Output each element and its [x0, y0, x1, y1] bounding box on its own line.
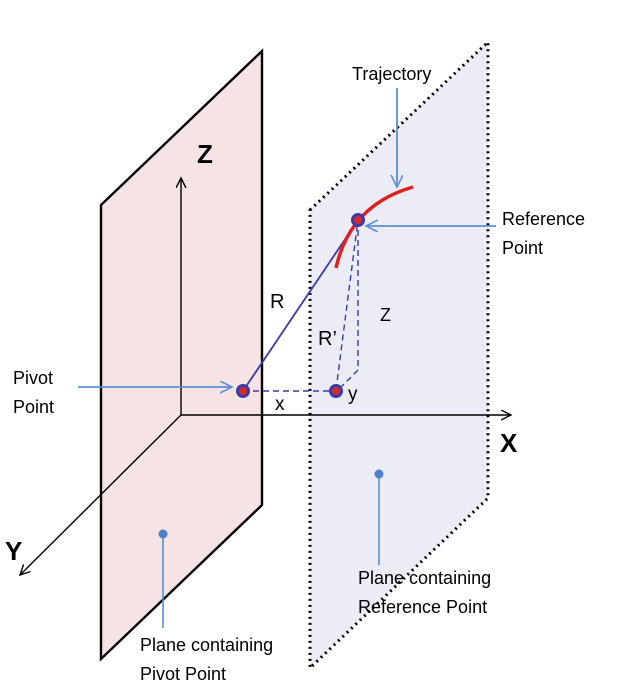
reference-plane-dot — [374, 469, 384, 479]
r-line — [242, 219, 359, 392]
y-small-label: y — [348, 384, 358, 405]
reference-plane — [308, 38, 490, 672]
reference-point-label-line2: Point — [502, 238, 543, 258]
r-label: R — [270, 291, 284, 313]
reference-point-marker — [351, 213, 365, 227]
y-axis — [20, 414, 182, 575]
z-axis-label: Z — [197, 139, 213, 169]
y-axis-label: Y — [5, 536, 22, 566]
pivot-point-label-line1: Pivot — [13, 368, 53, 388]
pivot-plane-label-line1: Plane containing — [140, 635, 273, 655]
z-small-label: Z — [380, 305, 391, 325]
pivot-point-marker — [236, 384, 250, 398]
x-small-label: x — [275, 394, 285, 415]
projected-point-marker — [329, 384, 343, 398]
reference-plane-label-line2: Reference Point — [358, 597, 487, 617]
r-prime-dashed-line — [335, 219, 359, 391]
pivot-plane-label-line2: Pivot Point — [140, 664, 226, 684]
pivot-point-label-line2: Point — [13, 397, 54, 417]
x-axis-label: X — [500, 428, 518, 458]
r-prime-label: R’ — [318, 328, 337, 350]
trajectory-label: Trajectory — [352, 64, 431, 84]
pivot-plane-dot — [158, 529, 168, 539]
reference-plane-label-line1: Plane containing — [358, 568, 491, 588]
reference-point-label-line1: Reference — [502, 209, 585, 229]
